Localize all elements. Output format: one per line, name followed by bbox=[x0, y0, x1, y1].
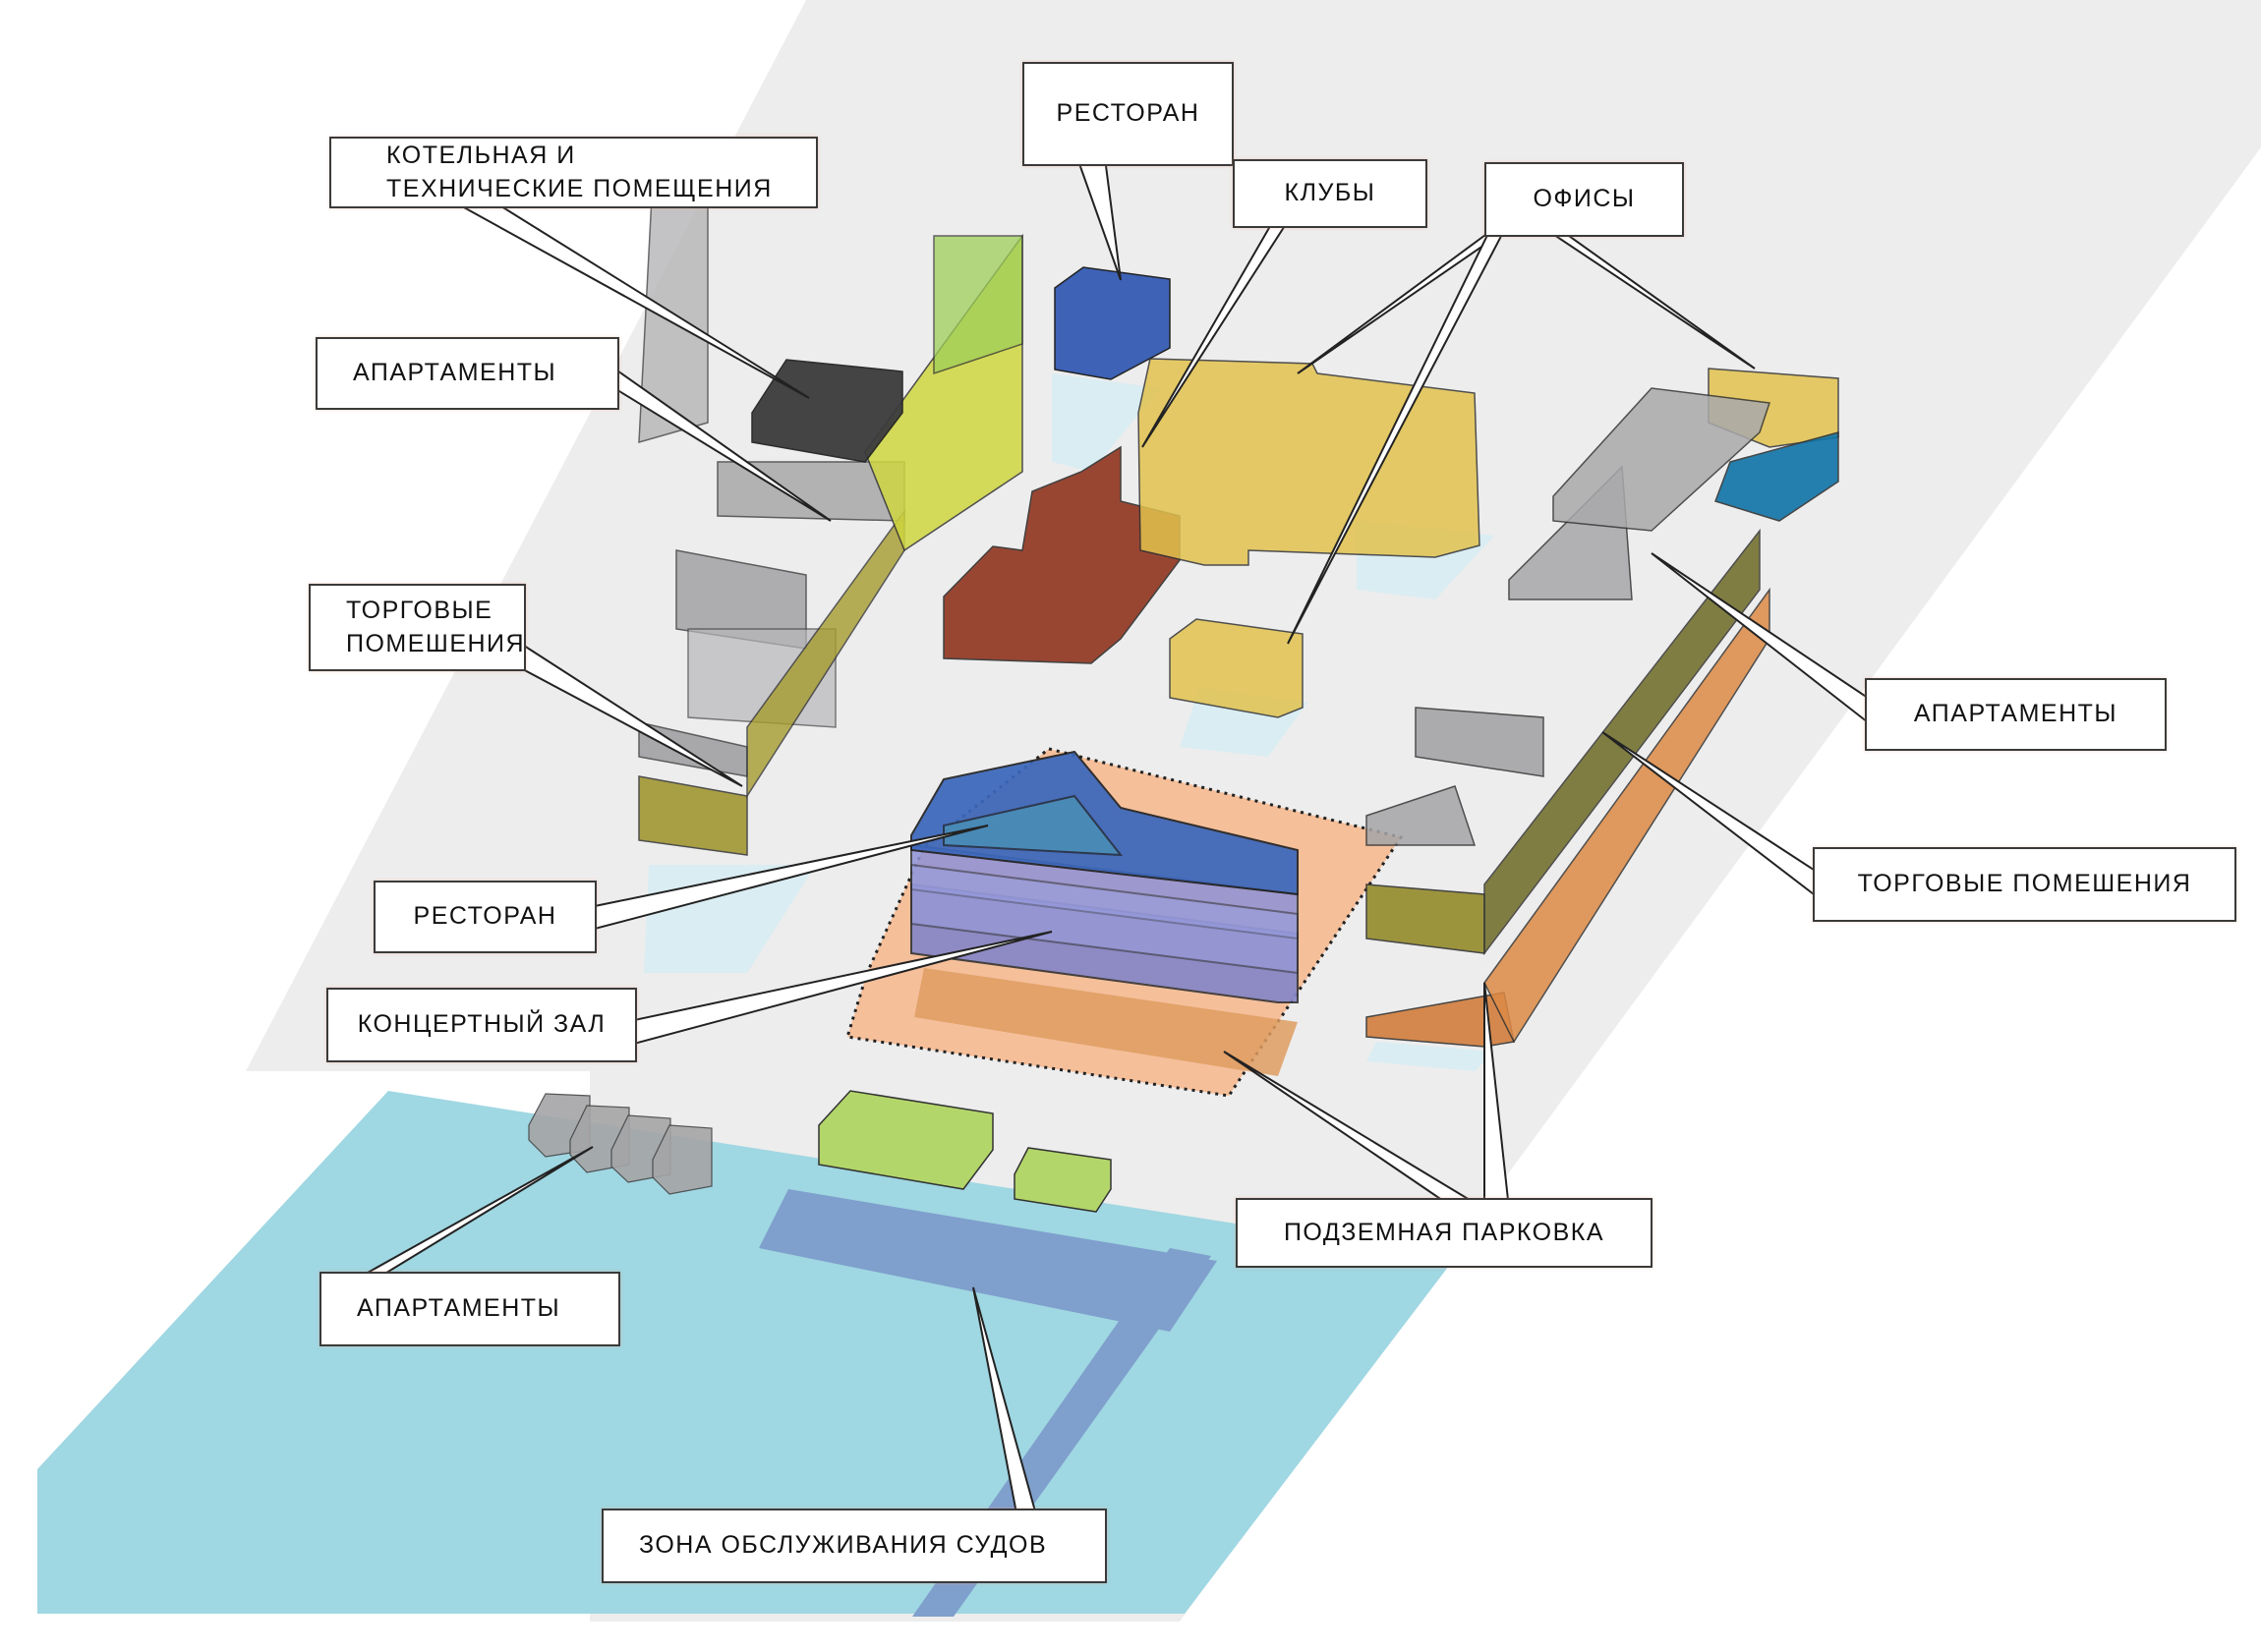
green-service-buildings bbox=[818, 1090, 1112, 1213]
label-line: ТОРГОВЫЕ bbox=[346, 596, 493, 624]
label-retail-right: ТОРГОВЫЕ ПОМЕШЕНИЯ bbox=[1813, 847, 2236, 922]
label-retail-left: ТОРГОВЫЕ ПОМЕШЕНИЯ bbox=[309, 584, 526, 671]
label-text: ПОДЗЕМНАЯ ПАРКОВКА bbox=[1283, 1218, 1605, 1246]
restaurant-center-block bbox=[910, 750, 1299, 896]
label-underground-parking: ПОДЗЕМНАЯ ПАРКОВКА bbox=[1236, 1198, 1652, 1268]
label-text: РЕСТОРАН bbox=[413, 902, 557, 931]
label-text: АПАРТАМЕНТЫ bbox=[353, 359, 557, 387]
water-area bbox=[37, 1091, 1455, 1614]
label-restaurant-center: РЕСТОРАН bbox=[374, 881, 597, 953]
label-text: КОНЦЕРТНЫЙ ЗАЛ bbox=[357, 1010, 607, 1039]
label-text: АПАРТАМЕНТЫ bbox=[1913, 700, 2118, 728]
label-text: РЕСТОРАН bbox=[1056, 99, 1200, 128]
label-apartments-right: АПАРТАМЕНТЫ bbox=[1865, 678, 2167, 751]
label-concert-hall: КОНЦЕРТНЫЙ ЗАЛ bbox=[326, 988, 637, 1062]
label-text: ОФИСЫ bbox=[1533, 185, 1636, 213]
waterside-apartments-block bbox=[528, 1093, 713, 1195]
label-text: ЗОНА ОБСЛУЖИВАНИЯ СУДОВ bbox=[639, 1531, 1048, 1560]
label-line: ПОМЕШЕНИЯ bbox=[346, 629, 526, 657]
label-boiler-rooms: КОТЕЛЬНАЯ И ТЕХНИЧЕСКИЕ ПОМЕЩЕНИЯ bbox=[329, 137, 818, 208]
label-clubs: КЛУБЫ bbox=[1233, 159, 1427, 228]
label-ship-service-zone: ЗОНА ОБСЛУЖИВАНИЯ СУДОВ bbox=[602, 1509, 1107, 1583]
concert-hall-block bbox=[910, 843, 1299, 1003]
label-line: ТЕХНИЧЕСКИЕ ПОМЕЩЕНИЯ bbox=[386, 174, 773, 202]
label-apartments-left: АПАРТАМЕНТЫ bbox=[316, 337, 619, 410]
offices-block bbox=[1137, 358, 1839, 718]
label-text: АПАРТАМЕНТЫ bbox=[357, 1294, 561, 1323]
right-building-block bbox=[1365, 387, 1771, 1048]
label-apartments-water: АПАРТАМЕНТЫ bbox=[319, 1272, 620, 1346]
label-restaurant-top: РЕСТОРАН bbox=[1022, 62, 1234, 166]
restaurant-top-block bbox=[1054, 266, 1171, 380]
label-offices: ОФИСЫ bbox=[1484, 162, 1684, 237]
left-retail-block bbox=[638, 233, 1023, 856]
label-line: КОТЕЛЬНАЯ И bbox=[386, 141, 576, 169]
clubs-block bbox=[943, 445, 1181, 664]
label-text: КЛУБЫ bbox=[1284, 179, 1376, 207]
label-text: ТОРГОВЫЕ ПОМЕШЕНИЯ bbox=[1857, 870, 2192, 898]
